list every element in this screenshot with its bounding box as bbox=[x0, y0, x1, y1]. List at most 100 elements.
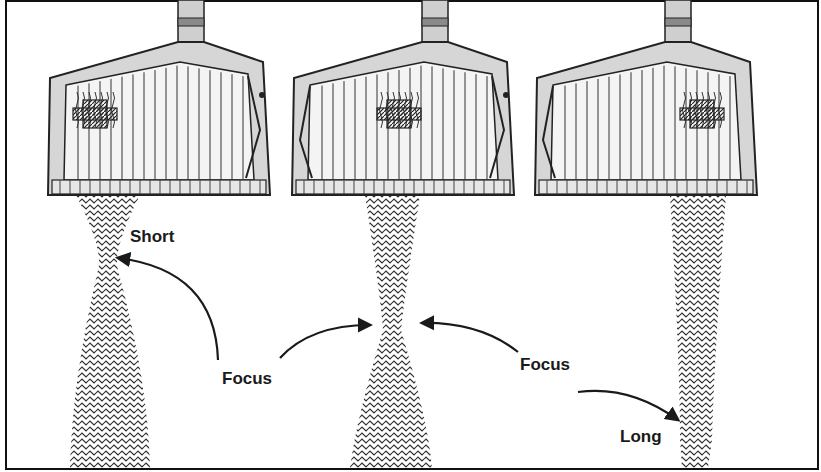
element-line bbox=[465, 72, 466, 179]
face-tick bbox=[597, 180, 598, 194]
face-tick bbox=[90, 180, 91, 194]
face-tick bbox=[567, 180, 568, 194]
face-tick bbox=[170, 180, 171, 194]
face-tick bbox=[314, 180, 315, 194]
face-tick bbox=[394, 180, 395, 194]
element-line bbox=[675, 66, 676, 179]
face-tick bbox=[354, 180, 355, 194]
element-line bbox=[232, 74, 233, 179]
face-tick bbox=[547, 180, 548, 194]
face-tick bbox=[737, 180, 738, 194]
face-tick bbox=[220, 180, 221, 194]
face-tick bbox=[304, 180, 305, 194]
arrow-focus bbox=[280, 325, 370, 358]
element-line bbox=[565, 86, 566, 179]
housing bbox=[535, 42, 757, 195]
face-tick bbox=[404, 180, 405, 194]
face-strip bbox=[296, 180, 510, 194]
element-line bbox=[664, 66, 665, 179]
crystal bbox=[377, 108, 421, 120]
face-strip bbox=[539, 180, 753, 194]
element-line bbox=[620, 74, 621, 179]
ultrasound-beams bbox=[70, 195, 726, 468]
element-line bbox=[366, 77, 367, 179]
crystal bbox=[680, 108, 724, 120]
element-line bbox=[89, 83, 90, 179]
crystal bbox=[73, 108, 117, 120]
focus-label: Focus bbox=[520, 356, 570, 375]
face-tick bbox=[474, 180, 475, 194]
face-tick bbox=[230, 180, 231, 194]
element-line bbox=[642, 70, 643, 179]
face-tick bbox=[557, 180, 558, 194]
face-tick bbox=[240, 180, 241, 194]
face-tick bbox=[160, 180, 161, 194]
face-tick bbox=[364, 180, 365, 194]
arrow-short bbox=[118, 258, 218, 360]
face-tick bbox=[334, 180, 335, 194]
face-tick bbox=[60, 180, 61, 194]
element-line bbox=[100, 81, 101, 179]
face-tick bbox=[200, 180, 201, 194]
lens bbox=[490, 76, 504, 178]
face-tick bbox=[434, 180, 435, 194]
lens-pin bbox=[503, 92, 509, 98]
face-tick bbox=[677, 180, 678, 194]
transducer bbox=[292, 0, 514, 195]
element-line bbox=[355, 79, 356, 179]
face-tick bbox=[424, 180, 425, 194]
face-tick bbox=[587, 180, 588, 194]
face-tick bbox=[647, 180, 648, 194]
face-tick bbox=[324, 180, 325, 194]
element-line bbox=[188, 66, 189, 179]
face-tick bbox=[374, 180, 375, 194]
face-tick bbox=[454, 180, 455, 194]
face-tick bbox=[747, 180, 748, 194]
face-tick bbox=[190, 180, 191, 194]
face-tick bbox=[344, 180, 345, 194]
housing bbox=[292, 42, 514, 195]
element-line bbox=[598, 79, 599, 179]
element-line bbox=[333, 83, 334, 179]
transducer bbox=[535, 0, 757, 195]
short-label: Short bbox=[130, 228, 174, 247]
housing bbox=[48, 42, 270, 195]
face-tick bbox=[180, 180, 181, 194]
element-line bbox=[576, 83, 577, 179]
face-tick bbox=[484, 180, 485, 194]
face-tick bbox=[627, 180, 628, 194]
element-line bbox=[111, 79, 112, 179]
element-line bbox=[631, 72, 632, 179]
arrow-focus bbox=[422, 323, 518, 352]
leader-arrows bbox=[118, 258, 678, 420]
face-tick bbox=[120, 180, 121, 194]
face-tick bbox=[727, 180, 728, 194]
element-line bbox=[166, 68, 167, 179]
face-tick bbox=[617, 180, 618, 194]
arrow-long bbox=[578, 391, 678, 420]
face-tick bbox=[707, 180, 708, 194]
face-tick bbox=[100, 180, 101, 194]
face-tick bbox=[504, 180, 505, 194]
face-tick bbox=[577, 180, 578, 194]
face-tick bbox=[80, 180, 81, 194]
element-line bbox=[653, 68, 654, 179]
face-tick bbox=[607, 180, 608, 194]
transducer-heads bbox=[48, 0, 757, 195]
element-line bbox=[609, 77, 610, 179]
element-line bbox=[210, 70, 211, 179]
face-tick bbox=[667, 180, 668, 194]
face-tick bbox=[110, 180, 111, 194]
face-tick bbox=[687, 180, 688, 194]
handle-band bbox=[665, 18, 691, 26]
lens bbox=[543, 86, 555, 178]
element-line bbox=[243, 76, 244, 179]
face-tick bbox=[150, 180, 151, 194]
element-line bbox=[487, 76, 488, 179]
element-line bbox=[587, 81, 588, 179]
chamber bbox=[64, 62, 254, 180]
long-label: Long bbox=[620, 428, 662, 447]
chamber bbox=[551, 62, 741, 180]
lens bbox=[300, 86, 312, 178]
